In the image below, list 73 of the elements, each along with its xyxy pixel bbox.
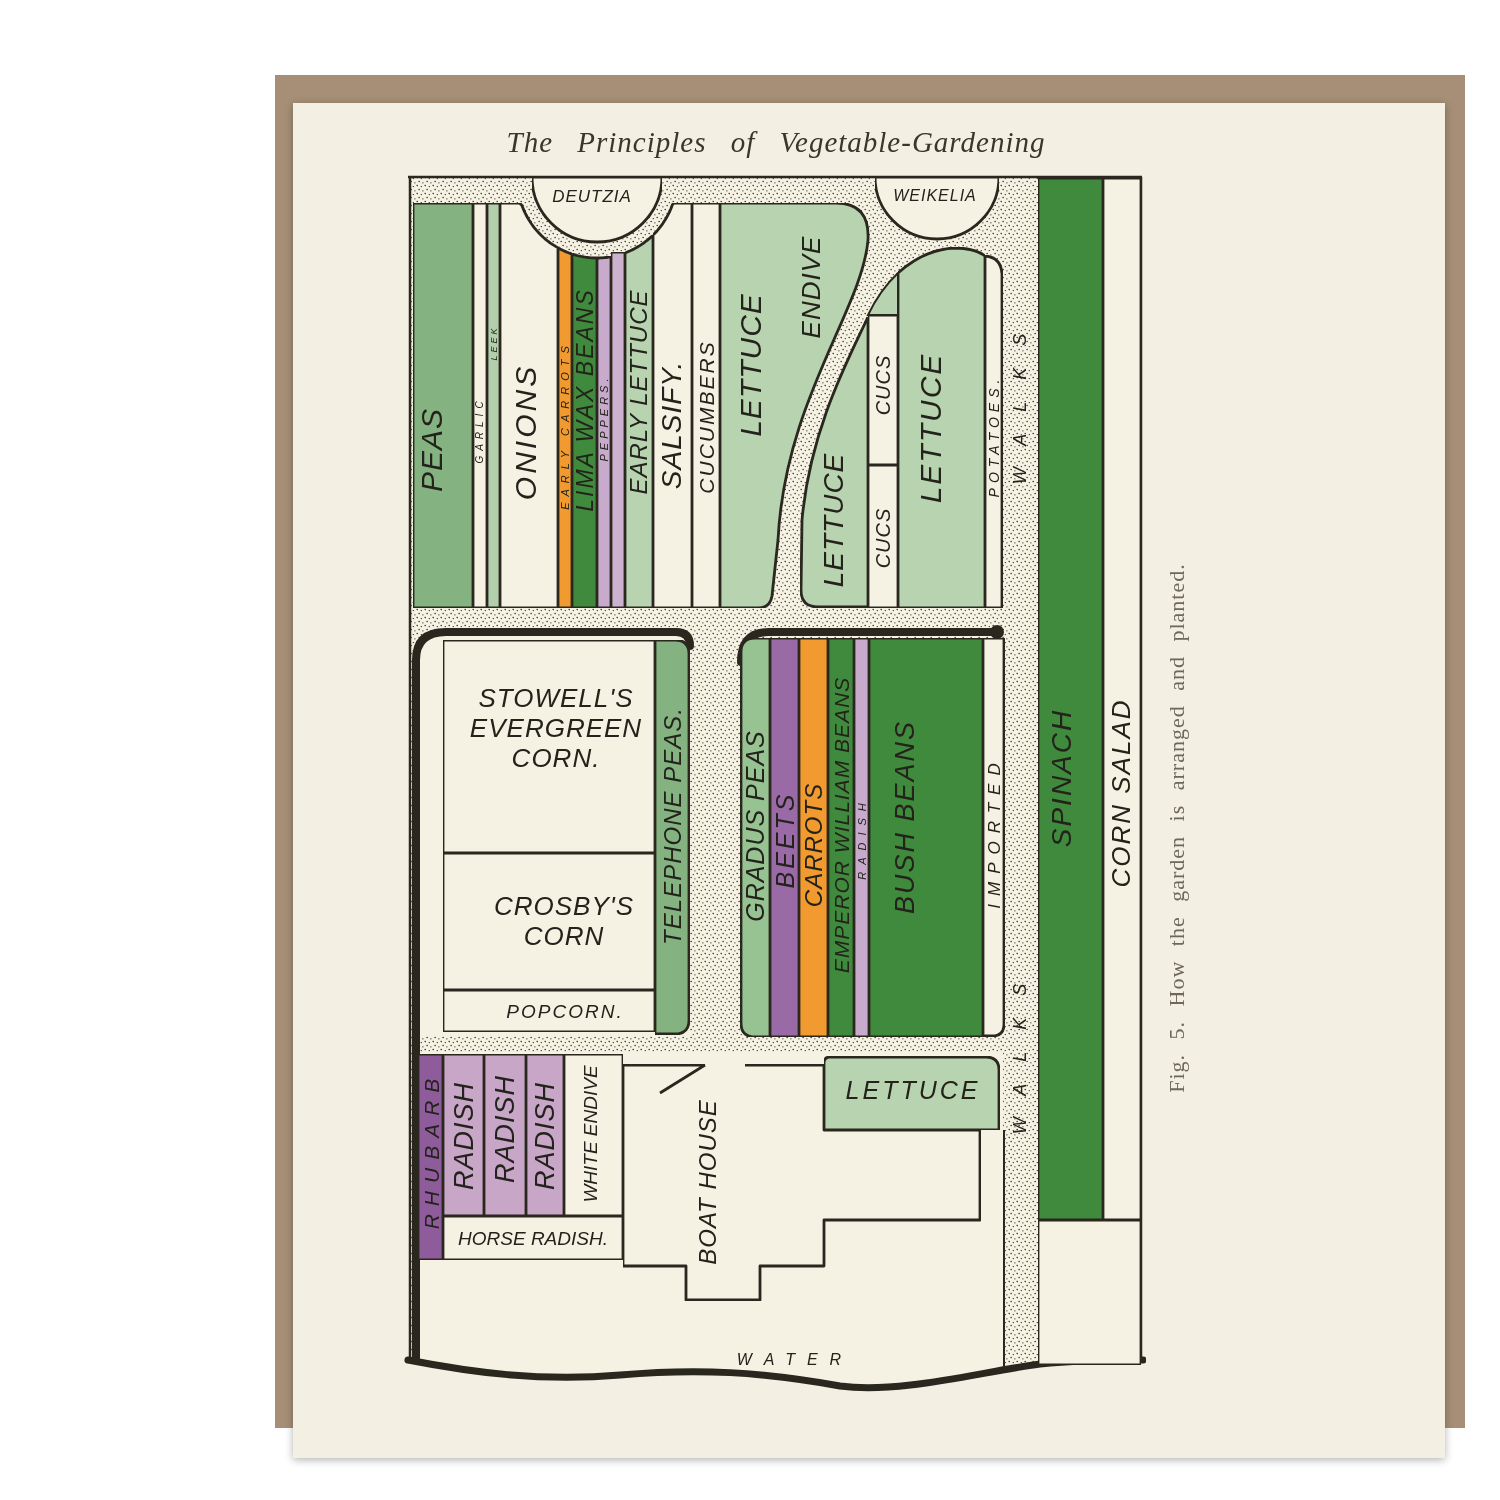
bed-label: RHUBARB [420,1070,441,1230]
bed-label: POTATOES. [987,374,1001,498]
bed-label: ENDIVE [798,235,824,339]
bed-label: GARLIC [475,396,485,464]
vegetable-bed [824,1056,1000,1130]
shrub-label: WEIKELIA [893,188,977,204]
vegetable-bed [564,1054,623,1216]
bed-label: CORN SALAD [1108,698,1134,888]
bed-label: PEPPERS. [598,374,610,462]
vegetable-bed [443,640,655,853]
bed-label: LETTUCE [736,293,766,437]
vegetable-bed [799,638,828,1037]
shrub-bed [875,177,999,241]
title: The Principles of Vegetable-Gardening [506,128,1046,157]
bed-label: ONIONS [511,363,541,501]
bed-label: LETTUCE [845,1077,981,1103]
vegetable-bed [828,638,854,1037]
vegetable-bed [740,638,770,1037]
bed-label: LETTUCE [916,352,946,504]
bed-label: RADISH [450,1082,478,1190]
bed-label: SALSIFY. [658,360,686,490]
figure-caption: Fig. 5. How the garden is arranged and planted. [1166,563,1188,1093]
vegetable-bed [625,235,653,608]
vegetable-bed [558,247,572,608]
bed-label: CUCS [873,354,893,416]
bed-label: CUCS [873,507,893,569]
bed-label: BUSH BEANS [891,719,919,915]
shrub-label: DEUTZIA [552,187,632,205]
vegetable-bed [443,1054,484,1216]
bed-label: RADISH [491,1075,519,1183]
bed-label: LEEK [489,325,498,361]
bed-label: POPCORN. [506,1001,624,1021]
bed-label: LETTUCE [820,452,848,588]
vegetable-bed [526,1054,564,1216]
vegetable-bed [653,203,692,608]
vegetable-bed [720,203,870,608]
vegetable-bed [869,638,983,1037]
vegetable-bed [770,638,799,1037]
bed-label: WHITE ENDIVE [580,1065,600,1203]
bed-label: RADISH [531,1082,559,1190]
walk-label: WALKS [1011,311,1029,485]
vegetable-bed [655,640,690,1035]
bed-label: EARLY CARROTS [559,340,571,510]
building-label: BOAT HOUSE [696,1099,720,1265]
walk-label: WALKS [1011,961,1029,1135]
vegetable-bed [413,203,473,608]
bed-label: CARROTS [801,782,826,908]
bed-label: HORSE RADISH. [458,1228,608,1248]
vegetable-bed [1038,178,1103,1220]
building-outline [623,1064,981,1301]
vegetable-bed [484,1054,526,1216]
bed-label: BEETS [772,791,797,889]
vegetable-bed [443,1216,623,1260]
bed-label: LIMA WAX BEANS [573,288,596,512]
empty-plot [1038,1220,1141,1365]
bed-label: CROSBY'S CORN [492,891,636,951]
bed-label: TELEPHONE PEAS. [660,707,685,945]
bed-label: SPINACH [1048,708,1076,848]
bed-label: EMPEROR WILLIAM BEANS [830,676,852,974]
water-label: WATER [736,1352,854,1368]
bed-label: PEAS [417,408,447,492]
vegetable-bed [572,253,597,608]
bed-label: IMPORTED [985,755,1003,909]
vegetable-bed [985,255,1003,608]
shrub-bed [532,177,662,244]
vegetable-bed [418,1054,443,1260]
bed-label: CUCUMBERS [695,340,717,494]
bed-label: RADISH [856,796,867,880]
vegetable-bed [983,638,1005,1037]
bed-label: GRADUS PEAS [742,730,768,922]
bed-label: STOWELL'S EVERGREEN CORN. [468,683,644,773]
bed-label: EARLY LETTUCE [627,289,651,495]
vegetable-bed [597,256,611,608]
